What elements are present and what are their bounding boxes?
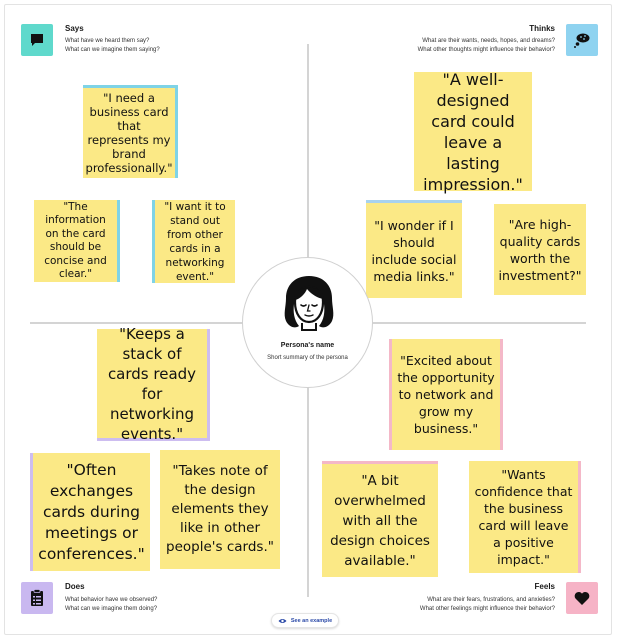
sticky-note-text: "A bit overwhelmed with all the design c… bbox=[330, 472, 430, 569]
thinks-prompt-1: What are their wants, needs, hopes, and … bbox=[422, 38, 555, 44]
does-prompt-2: What can we imagine them doing? bbox=[65, 606, 158, 612]
sticky-note-text: "Takes note of the design elements they … bbox=[166, 463, 274, 555]
sticky-note[interactable]: "Are high-quality cards worth the invest… bbox=[494, 204, 586, 295]
does-title: Does bbox=[65, 582, 85, 591]
sticky-note[interactable]: "Wants confidence that the business card… bbox=[469, 461, 581, 573]
thinks-prompt-2: What other thoughts might influence thei… bbox=[417, 47, 555, 53]
sticky-note[interactable]: "Takes note of the design elements they … bbox=[160, 450, 280, 569]
sticky-note[interactable]: "Keeps a stack of cards ready for networ… bbox=[97, 325, 210, 443]
thinks-title: Thinks bbox=[529, 24, 555, 33]
clipboard-icon bbox=[21, 582, 53, 614]
sticky-note[interactable]: "I want it to stand out from other cards… bbox=[152, 200, 235, 283]
sticky-note-text: "Wants confidence that the business card… bbox=[474, 467, 573, 567]
sticky-note-text: "Keeps a stack of cards ready for networ… bbox=[107, 324, 197, 443]
sticky-note-text: "I wonder if I should include social med… bbox=[371, 217, 457, 284]
speech-bubble-icon bbox=[21, 24, 53, 56]
sticky-note-text: "Excited about the opportunity to networ… bbox=[397, 353, 495, 436]
see-example-button[interactable]: See an example bbox=[271, 613, 339, 628]
sticky-note[interactable]: "The information on the card should be c… bbox=[34, 200, 120, 282]
persona-summary: Short summary of the persona bbox=[267, 355, 348, 361]
persona-card[interactable]: Persona's name Short summary of the pers… bbox=[242, 257, 373, 388]
does-prompt-1: What behavior have we observed? bbox=[65, 597, 158, 603]
sticky-note-text: "A well-designed card could leave a last… bbox=[423, 69, 523, 194]
sticky-note-text: "The information on the card should be c… bbox=[44, 200, 107, 281]
canvas-frame bbox=[4, 4, 612, 635]
sticky-note[interactable]: "A well-designed card could leave a last… bbox=[414, 70, 532, 194]
thought-bubble-icon bbox=[566, 24, 598, 56]
persona-name: Persona's name bbox=[280, 342, 335, 349]
sticky-note-text: "I need a business card that represents … bbox=[85, 91, 173, 175]
sticky-note[interactable]: "I wonder if I should include social med… bbox=[366, 200, 462, 298]
persona-avatar-icon bbox=[284, 276, 334, 331]
sticky-note[interactable]: "I need a business card that represents … bbox=[83, 85, 178, 178]
sticky-note-text: "Often exchanges cards during meetings o… bbox=[38, 460, 145, 563]
sticky-note[interactable]: "Often exchanges cards during meetings o… bbox=[30, 453, 150, 571]
sticky-note[interactable]: "Excited about the opportunity to networ… bbox=[389, 339, 503, 450]
feels-title: Feels bbox=[534, 582, 555, 591]
sticky-note-text: "I want it to stand out from other cards… bbox=[164, 200, 226, 283]
eye-icon bbox=[278, 618, 287, 623]
says-prompt-2: What can we imagine them saying? bbox=[65, 47, 160, 53]
says-title: Says bbox=[65, 24, 84, 33]
feels-prompt-1: What are their fears, frustrations, and … bbox=[427, 597, 555, 603]
heart-icon bbox=[566, 582, 598, 614]
sticky-note[interactable]: "A bit overwhelmed with all the design c… bbox=[322, 461, 438, 577]
says-prompt-1: What have we heard them say? bbox=[65, 38, 150, 44]
sticky-note-text: "Are high-quality cards worth the invest… bbox=[498, 216, 582, 283]
feels-prompt-2: What other feelings might influence thei… bbox=[419, 606, 555, 612]
see-example-label: See an example bbox=[290, 617, 333, 624]
